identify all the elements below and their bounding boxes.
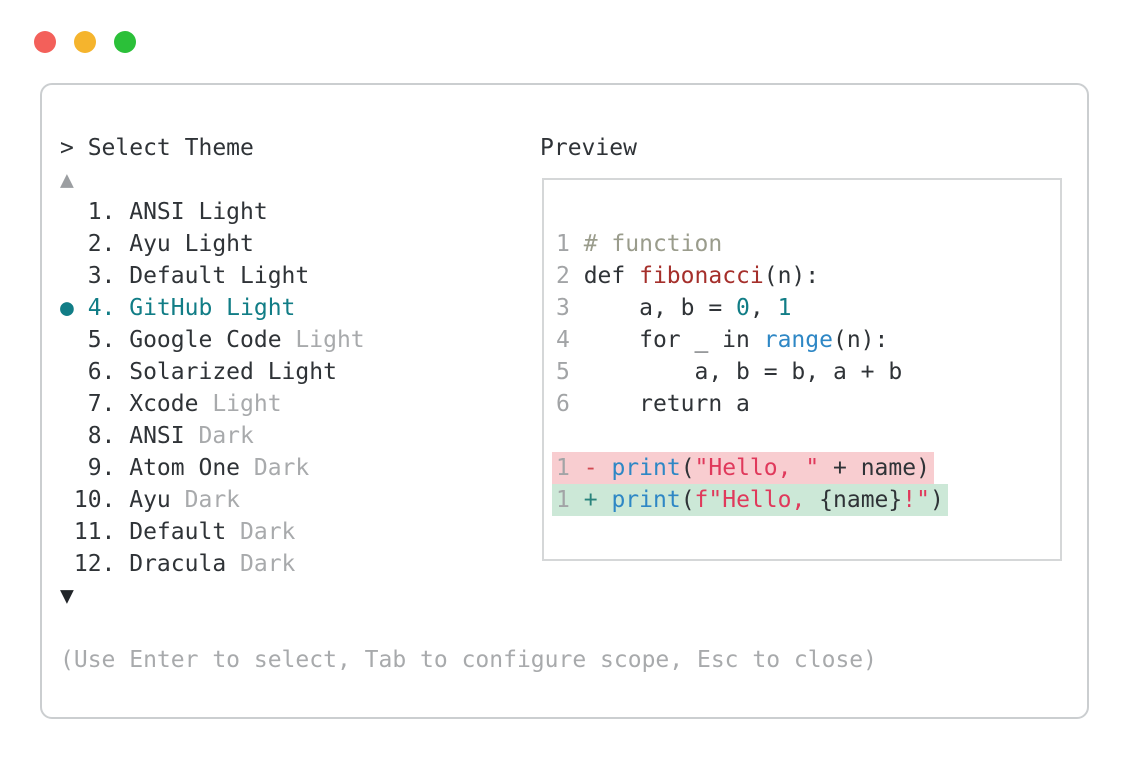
theme-list-item[interactable]: 2. Ayu Light bbox=[60, 228, 365, 260]
theme-list-item[interactable]: ● 4. GitHub Light bbox=[60, 292, 365, 324]
dialog-title: > Select Theme bbox=[60, 135, 254, 161]
theme-name: 7. Xcode bbox=[60, 391, 199, 417]
code-line bbox=[556, 420, 1060, 452]
diff-removed-line: 1 - print("Hello, " + name) bbox=[552, 452, 934, 484]
preview-pane: 1 # function 2 def fibonacci(n): 3 a, b = … bbox=[542, 178, 1062, 561]
theme-list-item[interactable]: 6. Solarized Light bbox=[60, 356, 365, 388]
theme-name-muted-suffix: Dark bbox=[226, 519, 296, 545]
theme-list: 1. ANSI Light 2. Ayu Light 3. Default Li… bbox=[60, 196, 365, 580]
theme-name-muted-suffix: Dark bbox=[226, 551, 296, 577]
theme-list-item[interactable]: 8. ANSI Dark bbox=[60, 420, 365, 452]
code-line: 6 return a bbox=[556, 391, 750, 417]
theme-name: 11. Default bbox=[60, 519, 227, 545]
theme-name: 5. Google Code bbox=[60, 327, 282, 353]
preview-code: 1 # function 2 def fibonacci(n): 3 a, b = … bbox=[544, 180, 1060, 516]
code-line: 2 def fibonacci(n): bbox=[556, 263, 820, 289]
theme-list-item[interactable]: 3. Default Light bbox=[60, 260, 365, 292]
theme-list-item[interactable]: 9. Atom One Dark bbox=[60, 452, 365, 484]
theme-name: ● 4. GitHub Light bbox=[60, 295, 296, 321]
theme-name: 8. ANSI bbox=[60, 423, 185, 449]
window-controls bbox=[34, 31, 136, 53]
scroll-up-icon[interactable]: ▲ bbox=[60, 167, 74, 193]
theme-list-item[interactable]: 11. Default Dark bbox=[60, 516, 365, 548]
diff-added-line: 1 + print(f"Hello, {name}!") bbox=[552, 484, 948, 516]
theme-list-item[interactable]: 5. Google Code Light bbox=[60, 324, 365, 356]
theme-name-muted-suffix: Light bbox=[281, 327, 365, 353]
theme-picker-dialog: > Select Theme ▲ 1. ANSI Light 2. Ayu Li… bbox=[40, 83, 1089, 719]
code-line: 4 for _ in range(n): bbox=[556, 327, 889, 353]
code-line: 5 a, b = b, a + b bbox=[556, 359, 903, 385]
theme-name: 2. Ayu Light bbox=[60, 231, 254, 257]
code-line: 3 a, b = 0, 1 bbox=[556, 295, 792, 321]
theme-list-item[interactable]: 12. Dracula Dark bbox=[60, 548, 365, 580]
scroll-down-icon[interactable]: ▼ bbox=[60, 583, 74, 609]
maximize-button-icon[interactable] bbox=[114, 31, 136, 53]
theme-name: 1. ANSI Light bbox=[60, 199, 268, 225]
theme-name: 12. Dracula bbox=[60, 551, 227, 577]
theme-name: 3. Default Light bbox=[60, 263, 310, 289]
code-line: 1 # function bbox=[556, 231, 723, 257]
preview-title: Preview bbox=[540, 135, 637, 161]
theme-name: 6. Solarized Light bbox=[60, 359, 337, 385]
theme-name-muted-suffix: Dark bbox=[170, 487, 241, 513]
theme-selector: > Select Theme ▲ 1. ANSI Light 2. Ayu Li… bbox=[60, 132, 365, 612]
theme-name: 9. Atom One bbox=[60, 455, 241, 481]
theme-name: 10. Ayu bbox=[60, 487, 171, 513]
theme-list-item[interactable]: 7. Xcode Light bbox=[60, 388, 365, 420]
close-button-icon[interactable] bbox=[34, 31, 56, 53]
theme-name-muted-suffix: Dark bbox=[184, 423, 254, 449]
help-text: (Use Enter to select, Tab to configure s… bbox=[60, 647, 877, 673]
theme-list-item[interactable]: 1. ANSI Light bbox=[60, 196, 365, 228]
theme-name-muted-suffix: Light bbox=[198, 391, 282, 417]
minimize-button-icon[interactable] bbox=[74, 31, 96, 53]
theme-list-item[interactable]: 10. Ayu Dark bbox=[60, 484, 365, 516]
theme-name-muted-suffix: Dark bbox=[240, 455, 310, 481]
